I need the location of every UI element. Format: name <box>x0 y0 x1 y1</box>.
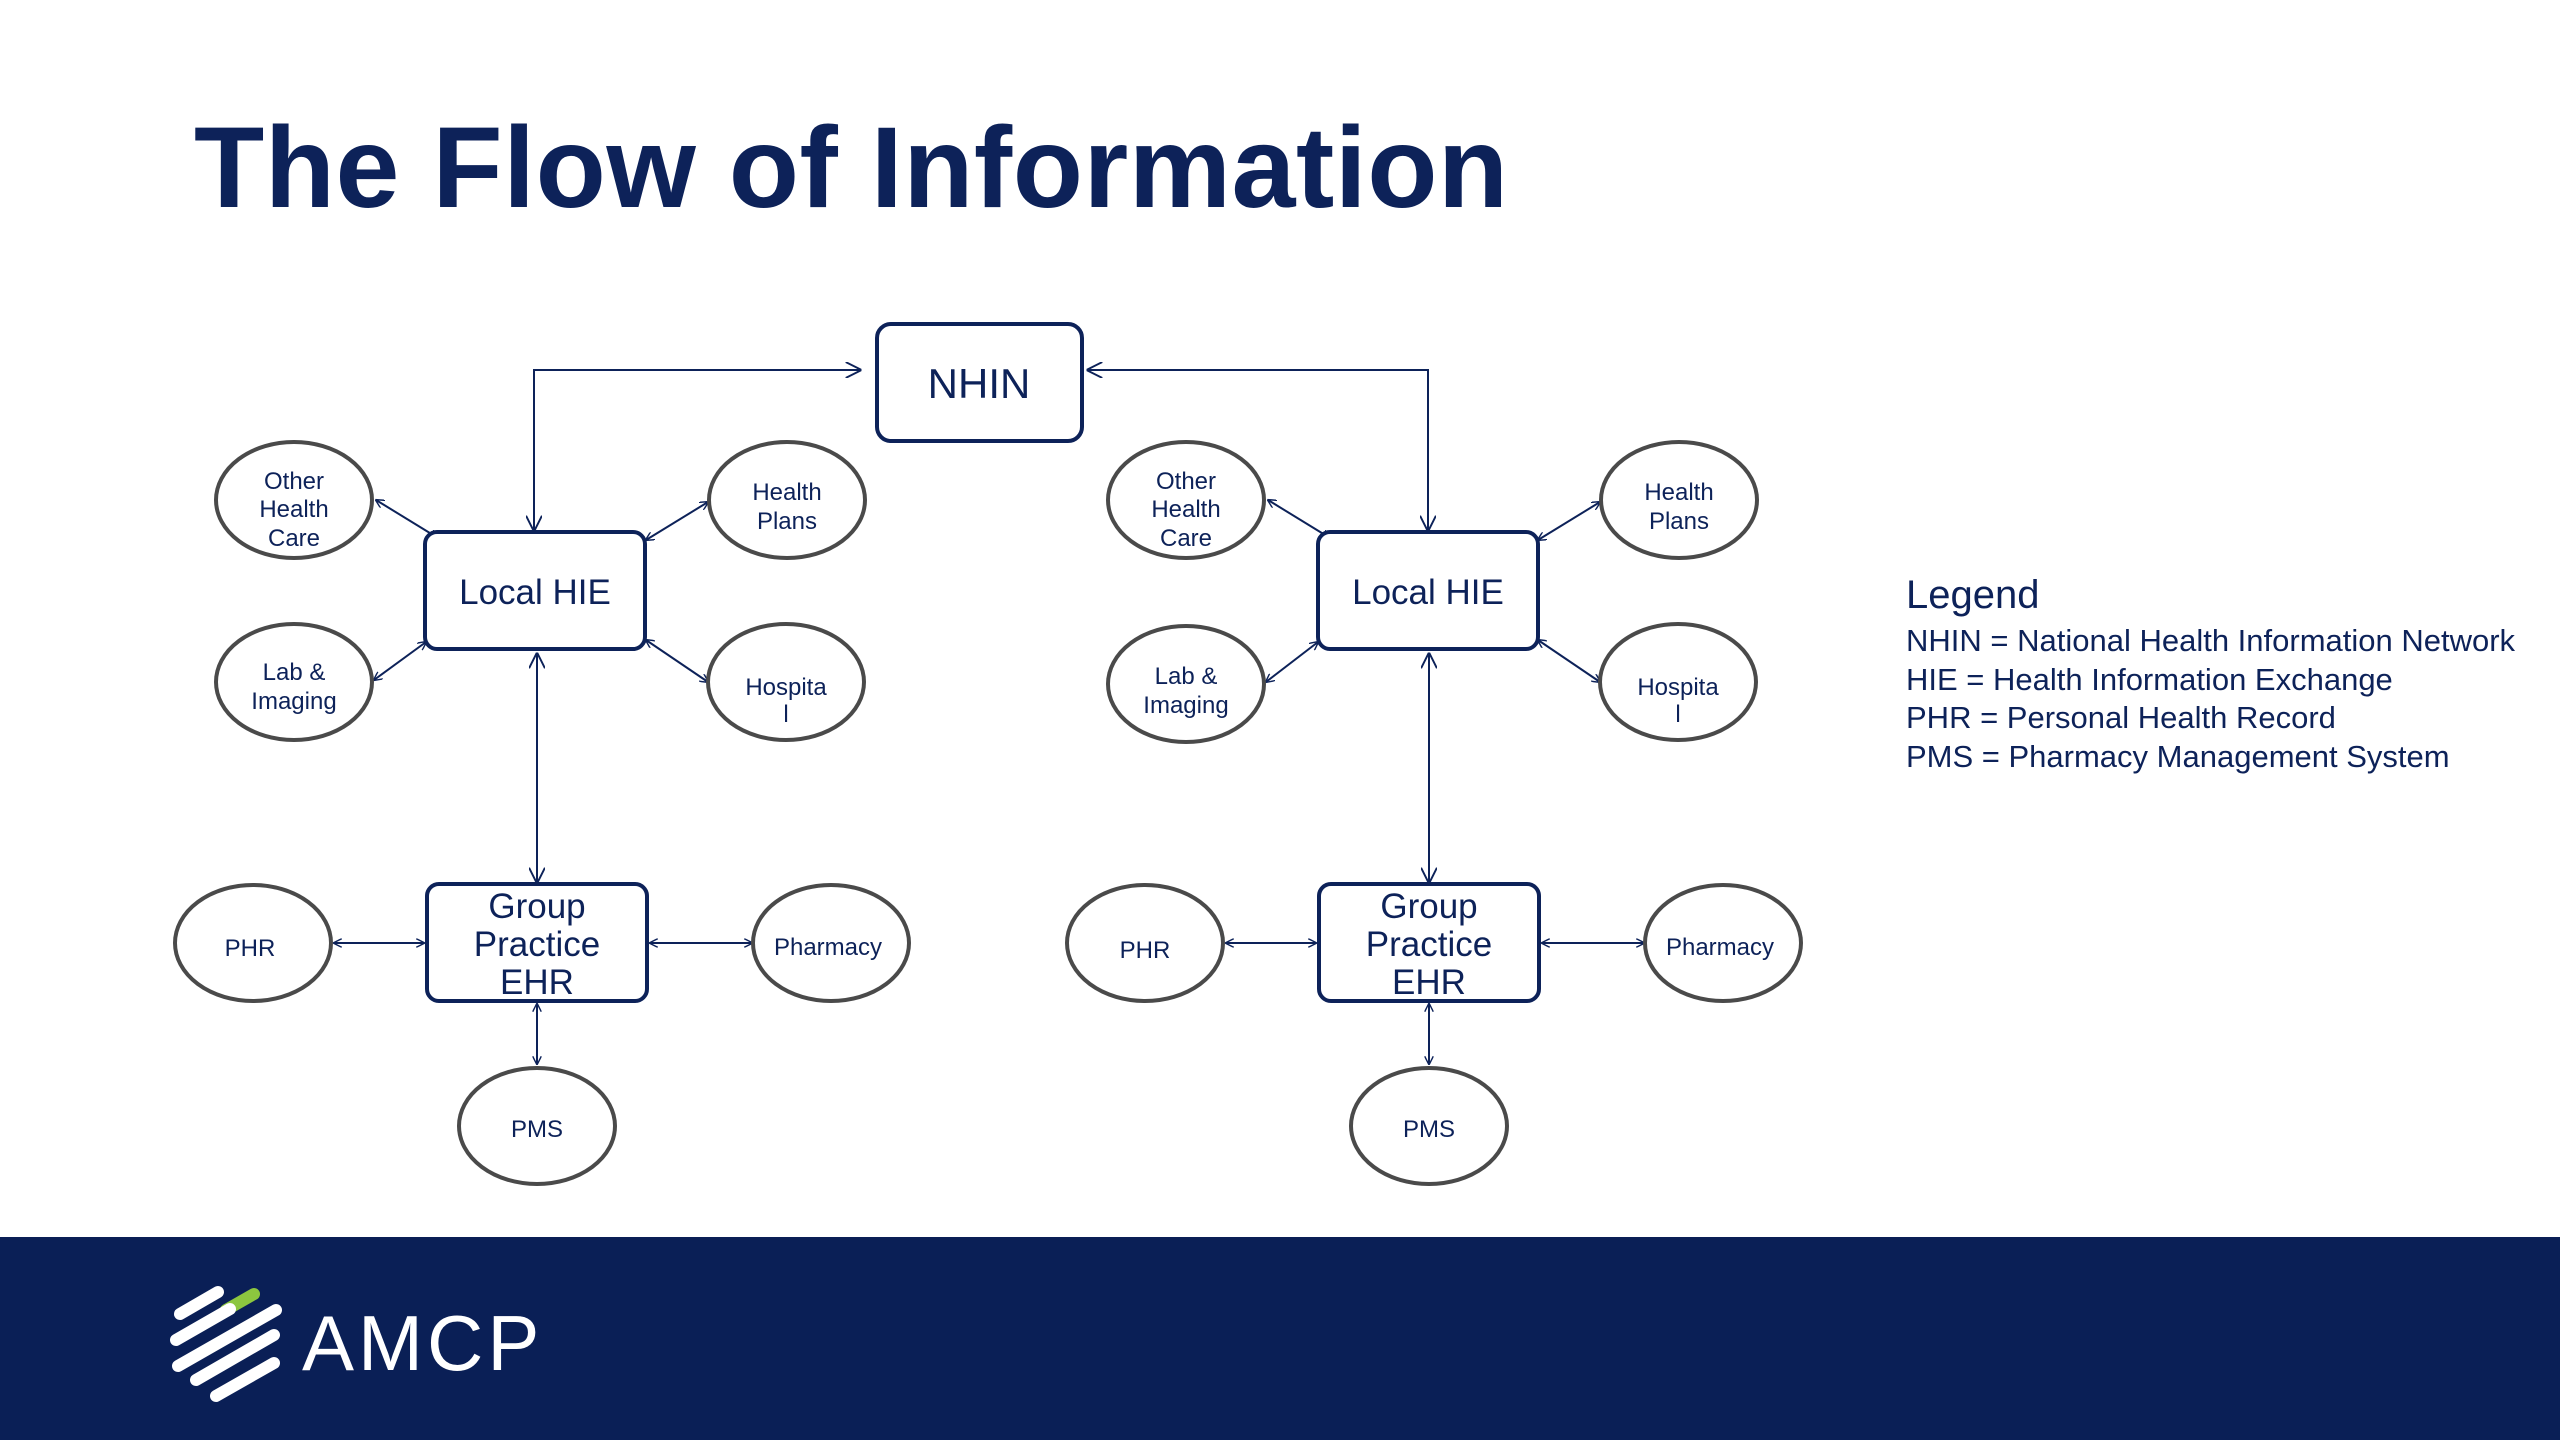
left-plans-label-2: Plans <box>757 508 817 535</box>
left-local-hie-label: Local HIE <box>459 573 611 612</box>
connector-left-hie-other <box>376 500 438 538</box>
connector-right-hie-plans <box>1538 502 1600 540</box>
right-lab-imaging-node: Lab & Imaging <box>1106 624 1266 744</box>
right-other-label-3: Care <box>1160 525 1212 552</box>
right-hospital-label-2: l <box>1675 701 1680 728</box>
amcp-brand-name: AMCP <box>302 1299 544 1387</box>
connectors <box>334 370 1644 1064</box>
slide-title: The Flow of Information <box>194 104 1509 232</box>
legend-item-hie: HIE = Health Information Exchange <box>1906 661 2393 697</box>
left-lab-imaging-node: Lab & Imaging <box>214 622 374 742</box>
right-plans-label-2: Plans <box>1649 508 1709 535</box>
right-hospital-label-1: Hospita <box>1637 674 1719 701</box>
right-other-label-2: Health <box>1151 496 1220 523</box>
connector-left-hie-plans <box>646 502 708 540</box>
connector-nhin-left-hie <box>534 370 860 530</box>
left-ehr-label-2: Practice <box>474 925 600 964</box>
legend-item-nhin: NHIN = National Health Information Netwo… <box>1906 623 2516 658</box>
left-hospital-node: Hospita l <box>706 622 866 742</box>
right-local-hie-label: Local HIE <box>1352 573 1504 612</box>
connector-left-hie-hospital <box>646 640 708 682</box>
left-pms-node: PMS <box>457 1066 617 1186</box>
left-hospital-label-1: Hospita <box>745 674 827 701</box>
right-pms-node: PMS <box>1349 1066 1509 1186</box>
left-pms-label: PMS <box>511 1116 563 1143</box>
right-ehr-label-1: Group <box>1380 887 1477 926</box>
left-other-label-1: Other <box>264 468 324 495</box>
right-pms-label: PMS <box>1403 1116 1455 1143</box>
left-plans-label-1: Health <box>752 479 821 506</box>
left-cluster: Local HIE Other Health Care Health Plans… <box>173 440 911 1186</box>
left-phr-node: PHR <box>173 883 333 1003</box>
left-other-label-2: Health <box>259 496 328 523</box>
right-other-health-care-node: Other Health Care <box>1106 440 1266 560</box>
right-ehr-label-2: Practice <box>1366 925 1492 964</box>
flow-diagram: NHIN Local HIE Other Health Care Health … <box>173 322 1803 1186</box>
connector-right-hie-lab <box>1266 642 1318 682</box>
connector-nhin-right-hie <box>1088 370 1428 530</box>
right-lab-label-1: Lab & <box>1155 663 1218 690</box>
legend: Legend NHIN = National Health Informatio… <box>1906 568 2515 776</box>
left-health-plans-node: Health Plans <box>707 440 867 560</box>
right-other-label-1: Other <box>1156 468 1216 495</box>
right-lab-label-2: Imaging <box>1143 692 1228 719</box>
legend-title: Legend <box>1906 573 2040 617</box>
left-pharmacy-node: Pharmacy <box>751 883 911 1003</box>
footer-bar <box>0 1237 2560 1440</box>
left-ehr-label-1: Group <box>488 887 585 926</box>
right-plans-label-1: Health <box>1644 479 1713 506</box>
connector-right-hie-hospital <box>1538 640 1600 682</box>
nhin-label: NHIN <box>928 360 1031 407</box>
right-phr-label: PHR <box>1120 937 1171 964</box>
connector-left-hie-lab <box>374 642 426 680</box>
right-ehr-node: Group Practice EHR <box>1317 882 1541 1003</box>
left-other-label-3: Care <box>268 525 320 552</box>
right-phr-node: PHR <box>1065 883 1225 1003</box>
legend-item-pms: PMS = Pharmacy Management System <box>1906 738 2450 774</box>
right-cluster: Local HIE Other Health Care Health Plans… <box>1065 440 1803 1186</box>
left-local-hie-node: Local HIE <box>423 530 647 651</box>
connector-right-hie-other <box>1268 500 1330 538</box>
left-hospital-label-2: l <box>783 701 788 728</box>
left-ehr-node: Group Practice EHR <box>425 882 649 1003</box>
amcp-logo-icon <box>170 1286 282 1402</box>
left-phr-label: PHR <box>225 935 276 962</box>
left-lab-label-2: Imaging <box>251 688 336 715</box>
right-health-plans-node: Health Plans <box>1599 440 1759 560</box>
left-lab-label-1: Lab & <box>263 659 326 686</box>
left-pharmacy-label: Pharmacy <box>774 934 882 961</box>
right-ehr-label-3: EHR <box>1392 963 1466 1002</box>
right-local-hie-node: Local HIE <box>1316 530 1540 651</box>
left-ehr-label-3: EHR <box>500 963 574 1002</box>
legend-item-phr: PHR = Personal Health Record <box>1906 700 2336 735</box>
right-pharmacy-node: Pharmacy <box>1643 883 1803 1003</box>
left-other-health-care-node: Other Health Care <box>214 440 374 560</box>
nhin-node: NHIN <box>875 322 1084 443</box>
right-pharmacy-label: Pharmacy <box>1666 934 1774 961</box>
right-hospital-node: Hospita l <box>1598 622 1758 742</box>
